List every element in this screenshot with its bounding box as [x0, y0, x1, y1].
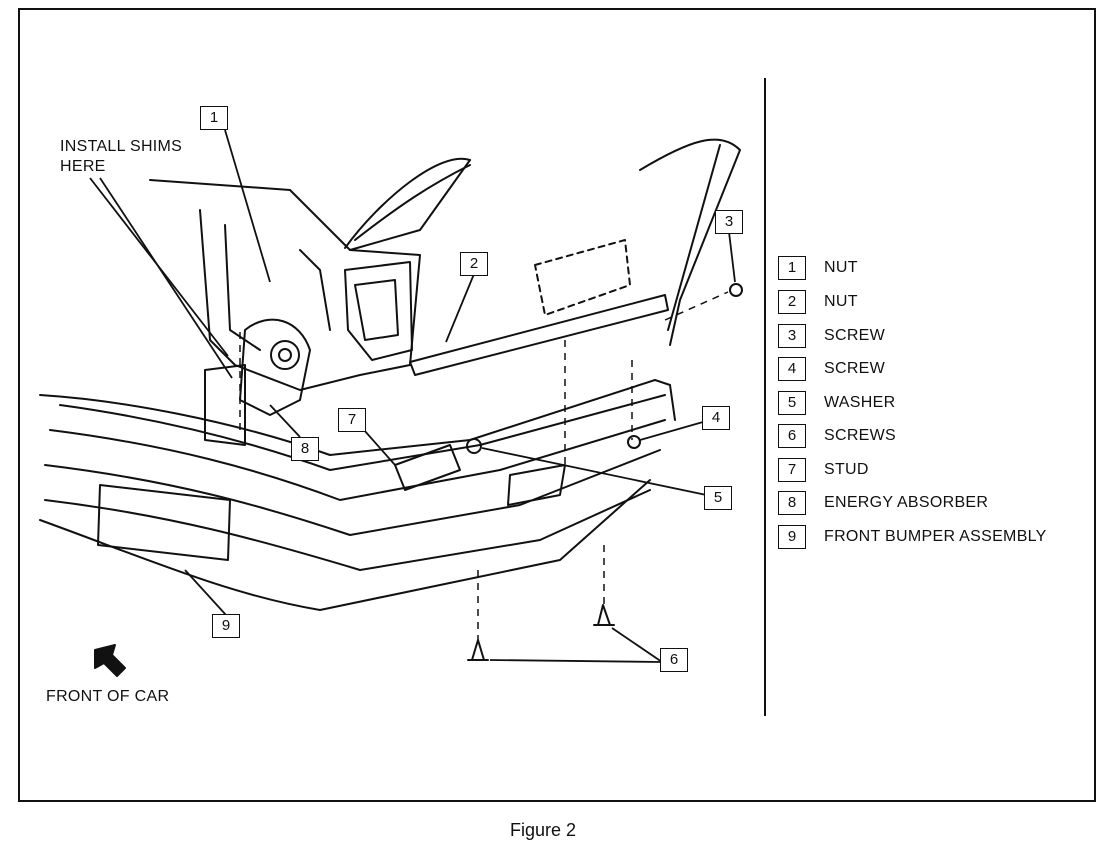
impact-bar — [409, 294, 669, 376]
legend-label: STUD — [824, 461, 869, 478]
install-shims-label-2: HERE — [60, 158, 106, 175]
callout-5: 5 — [704, 486, 732, 510]
legend-number: 5 — [778, 391, 806, 415]
legend-label: SCREWS — [824, 427, 897, 444]
legend-label: SCREW — [824, 360, 886, 377]
legend-label: ENERGY ABSORBER — [824, 494, 989, 511]
legend-label: NUT — [824, 259, 858, 276]
absorber-tab — [204, 364, 246, 446]
legend-number: 7 — [778, 458, 806, 482]
callout-4: 4 — [702, 406, 730, 430]
washer — [466, 438, 482, 454]
legend-divider — [764, 78, 766, 716]
callout-2: 2 — [460, 252, 488, 276]
callout-1: 1 — [200, 106, 228, 130]
legend-number: 2 — [778, 290, 806, 314]
bracket-mount — [354, 279, 399, 341]
callout-7: 7 — [338, 408, 366, 432]
bumper-fascia-lines — [59, 394, 666, 471]
legend-label: WASHER — [824, 394, 896, 411]
fender-panel — [344, 157, 471, 249]
fascia-slot — [507, 464, 566, 506]
legend-number: 4 — [778, 357, 806, 381]
callout-6: 6 — [660, 648, 688, 672]
figure-frame — [18, 8, 1096, 802]
bumper-fascia-top — [39, 379, 676, 456]
screw-6-right — [593, 604, 615, 626]
screw-3 — [729, 283, 743, 297]
bumper-fascia-bottom — [39, 479, 651, 611]
support-inner — [224, 224, 331, 351]
license-recess — [97, 484, 231, 561]
screw-4 — [627, 435, 641, 449]
right-fender — [639, 138, 741, 346]
legend-label: NUT — [824, 293, 858, 310]
legend-label: FRONT BUMPER ASSEMBLY — [824, 528, 1047, 545]
impact-bar-holes — [534, 239, 631, 316]
absorber-pivot — [270, 340, 300, 370]
install-shims-label: INSTALL SHIMS — [60, 138, 183, 155]
front-of-car-label: FRONT OF CAR — [46, 688, 170, 705]
callout-9: 9 — [212, 614, 240, 638]
figure-caption: Figure 2 — [509, 820, 577, 840]
screw-6-left — [467, 639, 489, 661]
stud-block — [394, 444, 461, 491]
front-arrow — [94, 644, 126, 677]
legend-number: 9 — [778, 525, 806, 549]
legend-number: 3 — [778, 324, 806, 348]
legend-label: SCREW — [824, 327, 886, 344]
callout-3: 3 — [715, 210, 743, 234]
radiator-support — [199, 209, 421, 391]
legend-number: 6 — [778, 424, 806, 448]
energy-absorber — [239, 318, 311, 416]
legend-number: 8 — [778, 491, 806, 515]
callout-8: 8 — [291, 437, 319, 461]
headlamp-bracket — [344, 261, 413, 361]
legend-number: 1 — [778, 256, 806, 280]
